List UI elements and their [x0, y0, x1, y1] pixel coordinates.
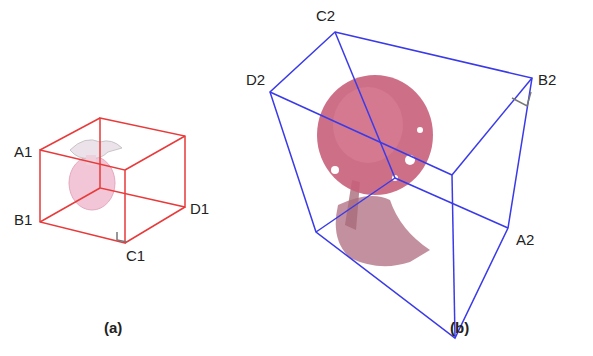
- vertex-label: B2: [538, 72, 556, 87]
- panel-label: (b): [450, 320, 469, 335]
- vertex-label: C2: [316, 8, 335, 23]
- bounding-box-b: [270, 32, 532, 338]
- panel-label: (a): [104, 320, 122, 335]
- bounding-box-a: [40, 118, 185, 243]
- vertex-label: D2: [246, 72, 265, 87]
- object-a: [69, 140, 122, 210]
- vertex-label: A2: [516, 232, 534, 247]
- vertex-label: D1: [190, 201, 209, 216]
- right-angle-mark: [117, 232, 127, 242]
- object-b: [317, 75, 433, 266]
- vertex-label: C1: [126, 248, 145, 263]
- vertex-label: A1: [14, 144, 32, 159]
- vertex-label: B1: [14, 212, 32, 227]
- right-angle-mark: [512, 92, 531, 106]
